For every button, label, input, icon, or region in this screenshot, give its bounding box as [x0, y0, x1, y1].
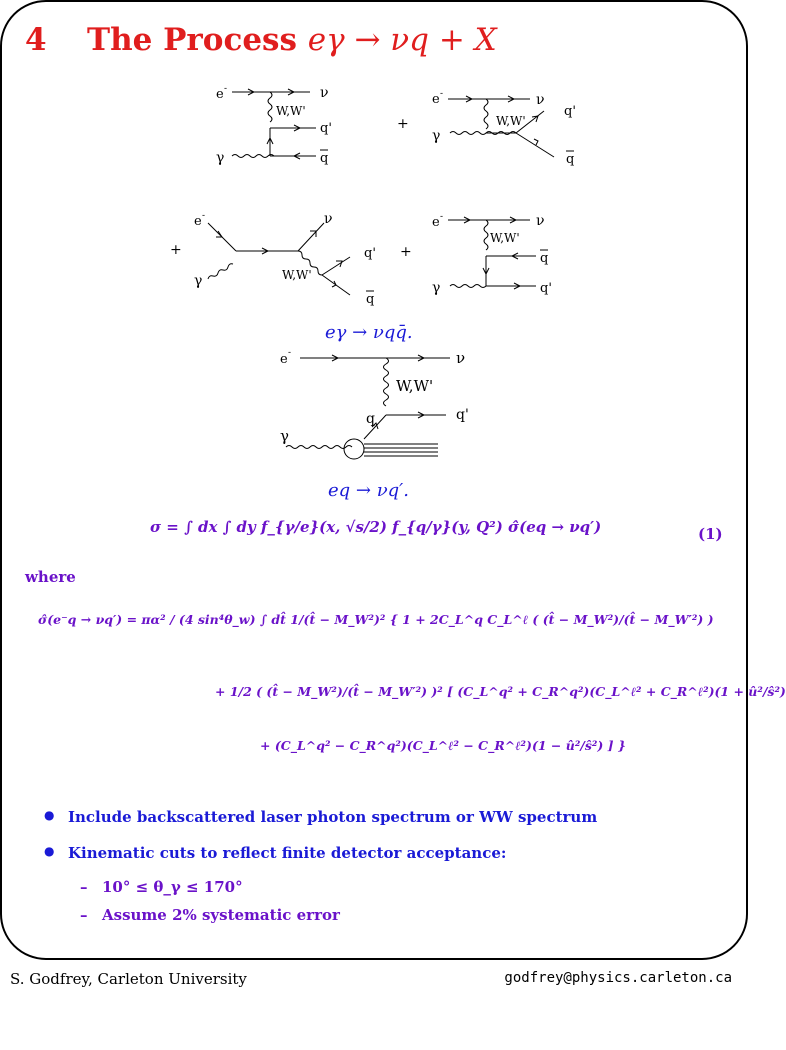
cross-section-line-3: + (C_L^q² − C_R^q²)(C_L^ℓ² − C_R^ℓ²)(1 −… — [260, 738, 626, 753]
cross-section-line-2: + 1/2 ( (t̂ − M_W²)/(t̂ − M_W′²) )² [ (C… — [215, 684, 786, 699]
plus-3: + — [400, 244, 412, 260]
footer-email: godfrey@physics.carleton.ca — [504, 970, 732, 986]
label-gamma: γ — [194, 273, 202, 289]
label-e: e — [432, 215, 440, 230]
plus-1: + — [397, 116, 409, 132]
label-nu: ν — [456, 349, 465, 367]
label-e: e — [194, 214, 202, 229]
label-nu: ν — [324, 211, 333, 227]
caption-first: eγ → νqq̄. — [325, 322, 413, 343]
label-e: e — [432, 92, 440, 107]
label-qprime: q' — [320, 121, 332, 136]
label-qprime: q' — [456, 407, 469, 423]
label-ww: W,W' — [490, 231, 520, 245]
feynman-diagram-3: e - ν W,W' q' q γ — [194, 211, 376, 307]
label-ww: W,W' — [276, 104, 306, 118]
label-e-sup: - — [440, 89, 443, 99]
label-qbar: q — [566, 152, 574, 167]
title-text: The Process — [87, 22, 297, 58]
label-ww: W,W' — [396, 377, 433, 395]
sigma-equation: σ = ∫ dx ∫ dy f_{γ/e}(x, √s/2) f_{q/γ}(y… — [150, 518, 602, 536]
label-qprime: q' — [564, 104, 576, 119]
label-gamma: γ — [432, 128, 440, 144]
plus-2: + — [170, 242, 182, 258]
label-qbar: q — [320, 151, 328, 166]
bullet-list: Include backscattered laser photon spect… — [44, 808, 597, 880]
label-gamma: γ — [280, 427, 289, 445]
label-e-sup: - — [202, 211, 205, 221]
label-q: q — [366, 411, 375, 427]
cross-section-line-1: σ̂(e⁻q → νq′) = πα² / (4 sin⁴θ_w) ∫ dt̂ … — [38, 612, 714, 627]
caption-second: eq → νq′. — [328, 480, 409, 501]
slide-frame — [0, 0, 748, 960]
label-ww: W,W' — [282, 268, 312, 282]
label-e: e — [280, 352, 288, 367]
label-nu: ν — [320, 85, 329, 101]
label-qbar: q — [540, 251, 548, 266]
sub-bullet-item: –Assume 2% systematic error — [80, 906, 340, 924]
label-gamma: γ — [432, 280, 440, 296]
label-qbar: q — [366, 292, 374, 307]
where-label: where — [25, 568, 76, 586]
label-e-sup: - — [440, 212, 443, 222]
sub-bullet-item: –10° ≤ θ_γ ≤ 170° — [80, 878, 243, 896]
sub-bullet-list: –10° ≤ θ_γ ≤ 170° –Assume 2% systematic … — [80, 878, 340, 934]
label-e: e — [216, 87, 224, 102]
feynman-diagram-4: e - ν W,W' q q' γ — [432, 212, 552, 296]
label-e-sup: - — [288, 348, 291, 358]
label-nu: ν — [536, 92, 545, 108]
footer-author: S. Godfrey, Carleton University — [10, 970, 247, 988]
label-e-sup: - — [224, 84, 227, 94]
title-process: eγ → νq + X — [307, 22, 497, 58]
bullet-item: Kinematic cuts to reflect finite detecto… — [44, 844, 597, 862]
feynman-diagram-2: e - ν W,W' q' q γ — [432, 89, 576, 167]
equation-number: (1) — [698, 525, 723, 543]
label-qprime: q' — [364, 246, 376, 261]
label-nu: ν — [536, 213, 545, 229]
bullet-item: Include backscattered laser photon spect… — [44, 808, 597, 826]
feynman-diagram-1: e - ν W,W' q' q γ — [216, 84, 332, 166]
feynman-diagram-5: e - ν W,W' q q' γ — [280, 348, 469, 460]
slide-title: 4 The Process eγ → νq + X — [25, 22, 497, 58]
label-qprime: q' — [540, 281, 552, 296]
label-ww: W,W' — [496, 114, 526, 128]
label-gamma: γ — [216, 150, 224, 166]
section-number: 4 — [25, 22, 47, 58]
